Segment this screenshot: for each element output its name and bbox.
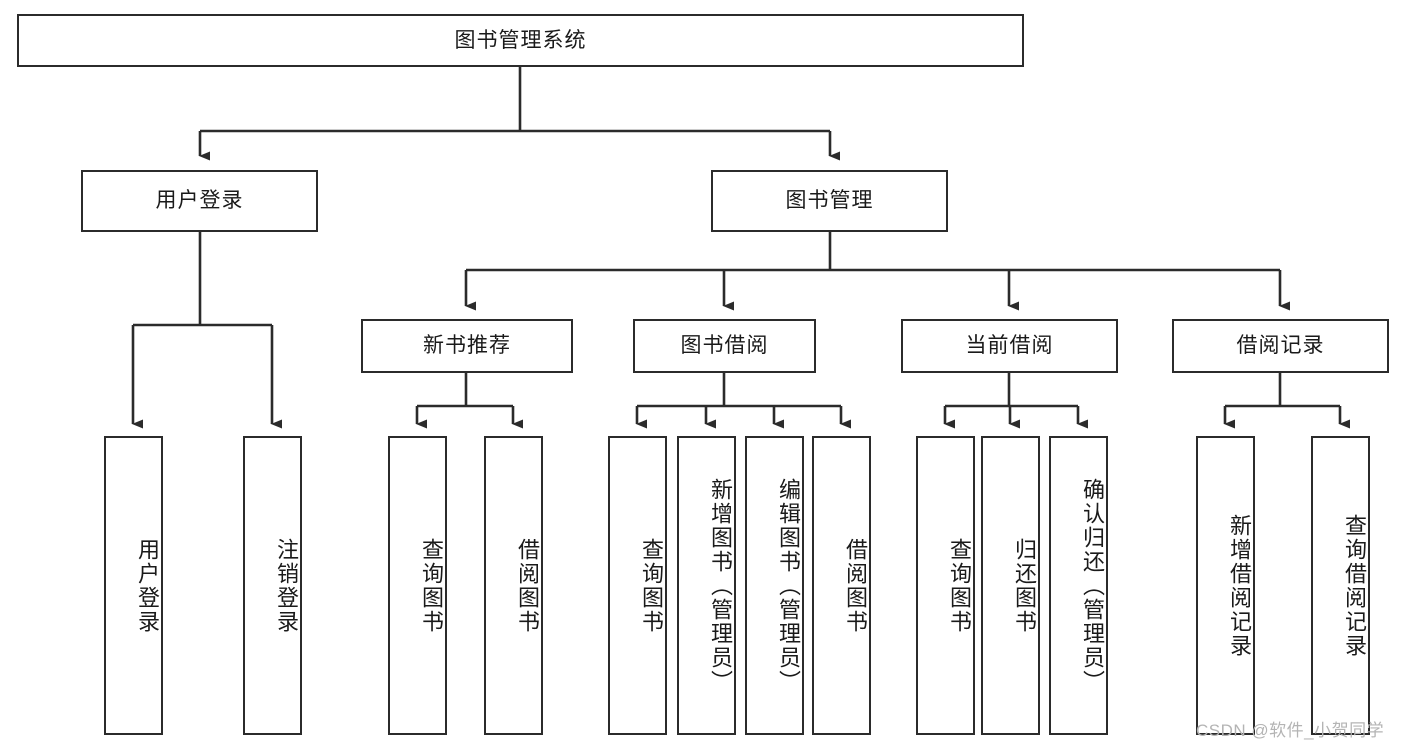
node-leaf-query-book-2[interactable]: 查询图书	[608, 436, 667, 735]
node-leaf-borrow-book-1[interactable]: 借阅图书	[484, 436, 543, 735]
node-label: 查询图书	[639, 537, 664, 634]
node-label: 图书管理	[785, 189, 874, 213]
node-book-borrow[interactable]: 图书借阅	[633, 319, 816, 373]
node-borrow-record[interactable]: 借阅记录	[1172, 319, 1389, 373]
node-label: 确认归还（管理员）	[1080, 477, 1105, 694]
node-label: 新增图书（管理员）	[708, 477, 733, 694]
node-new-book-recommend[interactable]: 新书推荐	[361, 319, 573, 373]
node-leaf-confirm-return[interactable]: 确认归还（管理员）	[1049, 436, 1108, 735]
node-label: 查询图书	[419, 537, 444, 634]
node-leaf-edit-book[interactable]: 编辑图书（管理员）	[745, 436, 804, 735]
node-label: 查询借阅记录	[1342, 513, 1367, 658]
node-leaf-borrow-book-2[interactable]: 借阅图书	[812, 436, 871, 735]
node-leaf-query-book-1[interactable]: 查询图书	[388, 436, 447, 735]
node-leaf-logout-login[interactable]: 注销登录	[243, 436, 302, 735]
node-label: 注销登录	[274, 537, 299, 634]
node-leaf-add-record[interactable]: 新增借阅记录	[1196, 436, 1255, 735]
node-leaf-add-book[interactable]: 新增图书（管理员）	[677, 436, 736, 735]
node-leaf-query-record[interactable]: 查询借阅记录	[1311, 436, 1370, 735]
node-current-borrow[interactable]: 当前借阅	[901, 319, 1118, 373]
node-label: 新增借阅记录	[1227, 513, 1252, 658]
node-label: 借阅图书	[515, 537, 540, 634]
node-label: 用户登录	[135, 537, 160, 634]
node-label: 图书管理系统	[454, 28, 587, 52]
node-label: 当前借阅	[965, 334, 1054, 358]
node-label: 归还图书	[1012, 537, 1037, 634]
node-label: 用户登录	[155, 189, 244, 213]
node-label: 编辑图书（管理员）	[776, 477, 801, 694]
node-book-management[interactable]: 图书管理	[711, 170, 948, 232]
node-label: 借阅图书	[843, 537, 868, 634]
node-label: 查询图书	[947, 537, 972, 634]
csdn-watermark: CSDN @软件_小贺同学	[1196, 721, 1385, 740]
node-user-login[interactable]: 用户登录	[81, 170, 318, 232]
node-leaf-return-book[interactable]: 归还图书	[981, 436, 1040, 735]
node-root-book-management-system[interactable]: 图书管理系统	[17, 14, 1024, 67]
node-label: 借阅记录	[1236, 334, 1325, 358]
node-label: 新书推荐	[423, 334, 511, 358]
node-leaf-query-book-3[interactable]: 查询图书	[916, 436, 975, 735]
node-leaf-user-login[interactable]: 用户登录	[104, 436, 163, 735]
node-label: 图书借阅	[680, 334, 769, 358]
